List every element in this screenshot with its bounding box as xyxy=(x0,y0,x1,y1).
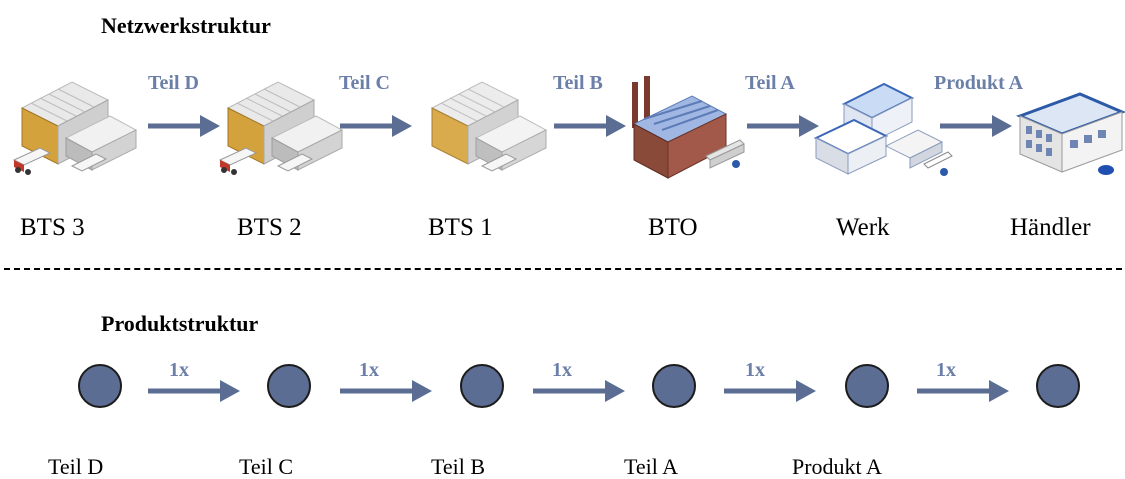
node-label-haendler: Händler xyxy=(1010,214,1091,241)
part-label-teil-b: Teil B xyxy=(431,454,486,479)
node-label-bts-3: BTS 3 xyxy=(20,214,85,241)
flow-label-teil-b: Teil B xyxy=(553,72,603,94)
quantity-label-1: 1x xyxy=(169,359,189,381)
flow-label-teil-a: Teil A xyxy=(745,72,795,94)
node-label-bto: BTO xyxy=(648,214,698,241)
factory-icon xyxy=(604,60,750,200)
network-structure-title: Netzwerkstruktur xyxy=(101,13,271,38)
network-arrow-4 xyxy=(747,115,819,137)
quantity-label-4: 1x xyxy=(745,359,765,381)
flow-label-produkt-a: Produkt A xyxy=(934,72,1024,94)
product-arrow-1 xyxy=(148,380,240,402)
product-structure-title: Produktstruktur xyxy=(101,311,259,336)
part-node-teil-a xyxy=(652,364,696,408)
flow-label-teil-d: Teil D xyxy=(148,72,199,94)
part-label-teil-a: Teil A xyxy=(624,454,679,479)
part-node-teil-b xyxy=(460,364,504,408)
plant-icon xyxy=(806,60,956,200)
warehouse-icon xyxy=(206,60,356,200)
node-label-bts-1: BTS 1 xyxy=(428,214,493,241)
part-node-teil-d xyxy=(78,364,122,408)
part-node-produkt-a xyxy=(845,364,889,408)
product-arrow-4 xyxy=(724,380,816,402)
quantity-label-2: 1x xyxy=(359,359,379,381)
part-label-teil-d: Teil D xyxy=(48,454,104,479)
quantity-label-3: 1x xyxy=(552,359,572,381)
part-node-teil-c xyxy=(267,364,311,408)
warehouse-icon xyxy=(0,60,150,200)
product-arrow-2 xyxy=(340,380,432,402)
network-arrow-3 xyxy=(554,115,626,137)
product-arrow-3 xyxy=(533,380,625,402)
part-node-end xyxy=(1036,364,1080,408)
network-arrow-5 xyxy=(940,115,1012,137)
section-divider xyxy=(4,268,1122,270)
network-arrow-2 xyxy=(340,115,412,137)
flow-label-teil-c: Teil C xyxy=(339,72,390,94)
network-arrow-1 xyxy=(148,115,220,137)
product-arrow-5 xyxy=(917,380,1009,402)
quantity-label-5: 1x xyxy=(936,359,956,381)
dealer-store-icon xyxy=(1010,60,1125,200)
part-label-teil-c: Teil C xyxy=(239,454,294,479)
warehouse-icon xyxy=(410,60,560,200)
part-label-produkt-a: Produkt A xyxy=(792,454,882,479)
node-label-bts-2: BTS 2 xyxy=(237,214,302,241)
node-label-werk: Werk xyxy=(836,214,890,241)
